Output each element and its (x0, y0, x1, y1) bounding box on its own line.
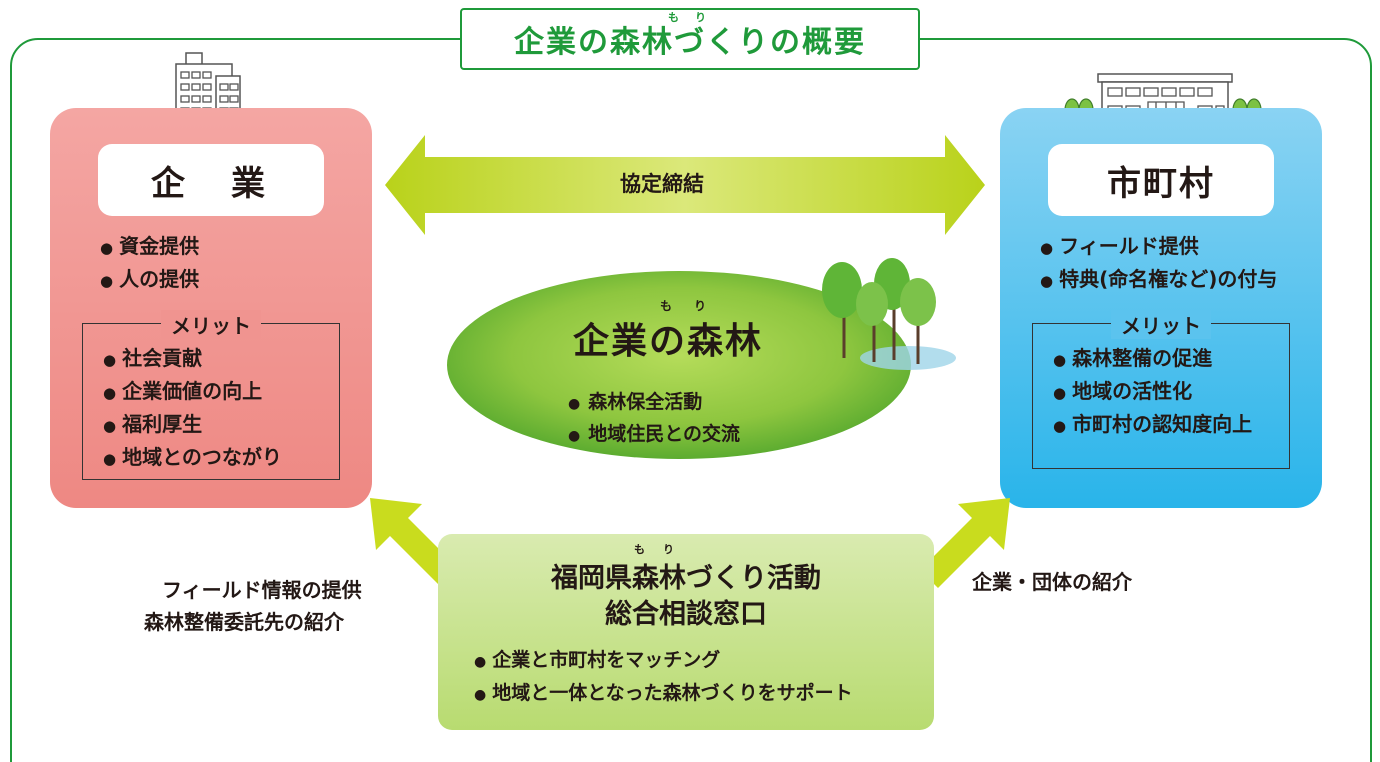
consult-ruby: もり (634, 543, 692, 556)
city-panel: 市町村 フィールド提供 特典(命名権など)の付与 メリット 森林整備の促進 地域… (1000, 108, 1322, 508)
city-merit-box: メリット 森林整備の促進 地域の活性化 市町村の認知度向上 (1032, 310, 1290, 469)
forest-title: 企業の森林 (573, 321, 764, 362)
company-panel: 企 業 資金提供 人の提供 メリット 社会貢献 企業価値の向上 福利厚生 地域と… (50, 108, 372, 508)
list-item: 企業と市町村をマッチング (474, 644, 853, 677)
arrow-to-company (370, 498, 460, 588)
city-offer-list: フィールド提供 特典(命名権など)の付与 (1040, 230, 1277, 296)
list-item: 地域とのつながり (103, 441, 282, 474)
consultation-box: もり 福岡県森林づくり活動 総合相談窓口 企業と市町村をマッチング 地域と一体と… (438, 534, 934, 730)
agreement-label: 協定締結 (620, 172, 704, 196)
list-item: 社会貢献 (103, 342, 282, 375)
merit-title: メリット (161, 310, 261, 339)
list-item: 地域の活性化 (1053, 375, 1252, 408)
note-line: フィールド情報の提供 (162, 578, 362, 602)
list-item: フィールド提供 (1040, 230, 1277, 263)
company-offer-list: 資金提供 人の提供 (100, 230, 199, 296)
page-title: 企業の森林づくりの概要 (514, 25, 866, 60)
merit-title: メリット (1111, 310, 1211, 339)
forest-ruby: もり (660, 299, 729, 313)
city-label: 市町村 (1048, 144, 1274, 216)
list-item: 市町村の認知度向上 (1053, 408, 1252, 441)
title-box: もり 企業の森林づくりの概要 (460, 8, 920, 70)
list-item: 森林保全活動 (568, 386, 740, 418)
company-label: 企 業 (98, 144, 324, 216)
list-item: 地域住民との交流 (568, 418, 740, 450)
company-merit-box: メリット 社会貢献 企業価値の向上 福利厚生 地域とのつながり (82, 310, 340, 480)
consult-service-list: 企業と市町村をマッチング 地域と一体となった森林づくりをサポート (474, 644, 853, 710)
list-item: 地域と一体となった森林づくりをサポート (474, 677, 852, 710)
double-arrow (385, 135, 985, 235)
list-item: 企業価値の向上 (103, 375, 282, 408)
left-note: フィールド情報の提供 森林整備委託先の紹介 (144, 574, 362, 638)
forest-activity-list: 森林保全活動 地域住民との交流 (568, 386, 740, 450)
list-item: 特典(命名権など)の付与 (1040, 263, 1277, 296)
list-item: 人の提供 (100, 263, 199, 296)
consult-title-line1: 福岡県森林づくり活動 (551, 563, 821, 594)
title-ruby: もり (668, 11, 722, 24)
list-item: 資金提供 (100, 230, 199, 263)
company-merit-list: 社会貢献 企業価値の向上 福利厚生 地域とのつながり (103, 342, 282, 474)
arrow-to-city (920, 498, 1010, 588)
list-item: 森林整備の促進 (1053, 342, 1252, 375)
note-line: 森林整備委託先の紹介 (144, 610, 344, 634)
right-note: 企業・団体の紹介 (972, 570, 1132, 594)
city-merit-list: 森林整備の促進 地域の活性化 市町村の認知度向上 (1053, 342, 1252, 441)
list-item: 福利厚生 (103, 408, 282, 441)
trees-icon (822, 258, 956, 370)
consult-title-line2: 総合相談窓口 (605, 599, 767, 630)
forest-ellipse (447, 271, 911, 459)
